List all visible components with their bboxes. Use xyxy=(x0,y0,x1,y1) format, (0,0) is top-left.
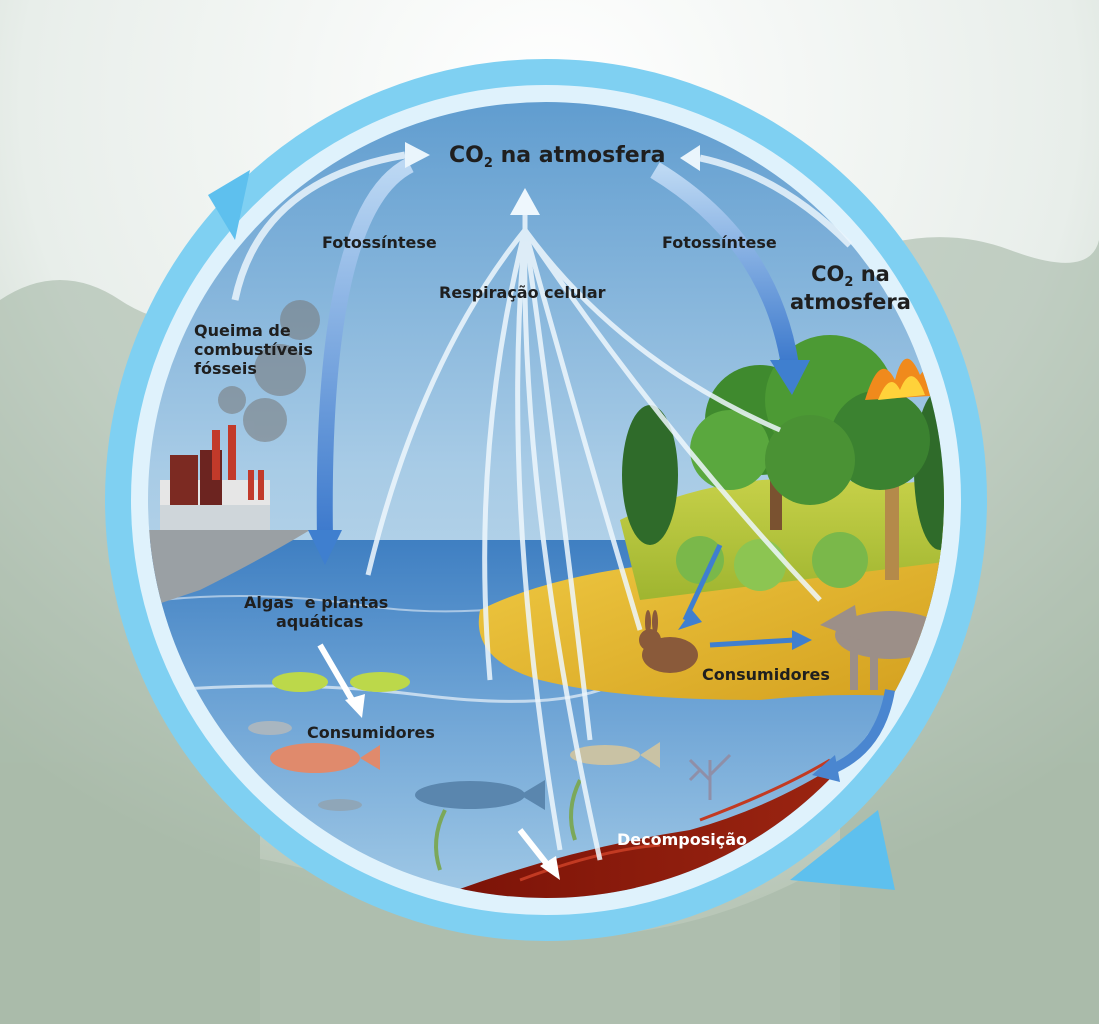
co2-subscript: 2 xyxy=(483,156,493,171)
photosynthesis-right-label: Fotossíntese xyxy=(662,233,777,252)
fossil-line-2: combustíveis xyxy=(194,339,313,359)
co2-prefix: CO xyxy=(449,143,484,168)
food-chain-arrows xyxy=(317,543,895,880)
photosynthesis-left-label: Fotossíntese xyxy=(322,233,437,252)
co2-right-line2: atmosfera xyxy=(790,290,911,315)
forest-icon xyxy=(622,335,944,591)
ring-arrow-right-icon xyxy=(790,810,895,890)
consumers-water-label: Consumidores xyxy=(307,723,435,742)
fire-icon xyxy=(865,358,944,400)
smoke-icon xyxy=(218,300,320,442)
seaweed-icon xyxy=(434,779,582,871)
co2-right-suffix: na xyxy=(853,262,890,286)
co2-suffix: na atmosfera xyxy=(492,143,666,168)
decomposition-label: Decomposição xyxy=(617,830,748,849)
algae-plants-label: Algas e plantas aquáticas xyxy=(244,593,389,632)
photosynthesis-arrow-left xyxy=(316,157,414,541)
rabbit-icon xyxy=(639,610,698,673)
co2-atmosphere-top-label: CO2 na atmosfera xyxy=(449,143,665,171)
co2-right-subscript: 2 xyxy=(844,275,854,290)
algae-icon xyxy=(272,672,410,692)
respiration-label: Respiração celular xyxy=(439,283,606,302)
respiration-arrows xyxy=(365,210,822,861)
co2-right-prefix: CO xyxy=(811,262,845,286)
fish-icon xyxy=(248,721,660,811)
fossil-fuels-label: Queima de combustíveis fósseis xyxy=(194,321,313,379)
emission-arrows xyxy=(231,151,853,301)
fossil-line-1: Queima de xyxy=(194,321,291,340)
fossil-line-3: fósseis xyxy=(194,358,257,378)
factory-icon xyxy=(160,425,270,530)
consumers-land-label: Consumidores xyxy=(702,665,830,684)
ring-arrow-left-icon xyxy=(208,170,250,240)
coral-icon xyxy=(688,753,732,800)
co2-atmosphere-right-label: CO2 na atmosfera xyxy=(790,262,911,315)
algae-line-1: Algas e plantas xyxy=(244,593,389,612)
photosynthesis-arrow-right xyxy=(650,162,799,367)
algae-line-2: aquáticas xyxy=(276,611,364,631)
